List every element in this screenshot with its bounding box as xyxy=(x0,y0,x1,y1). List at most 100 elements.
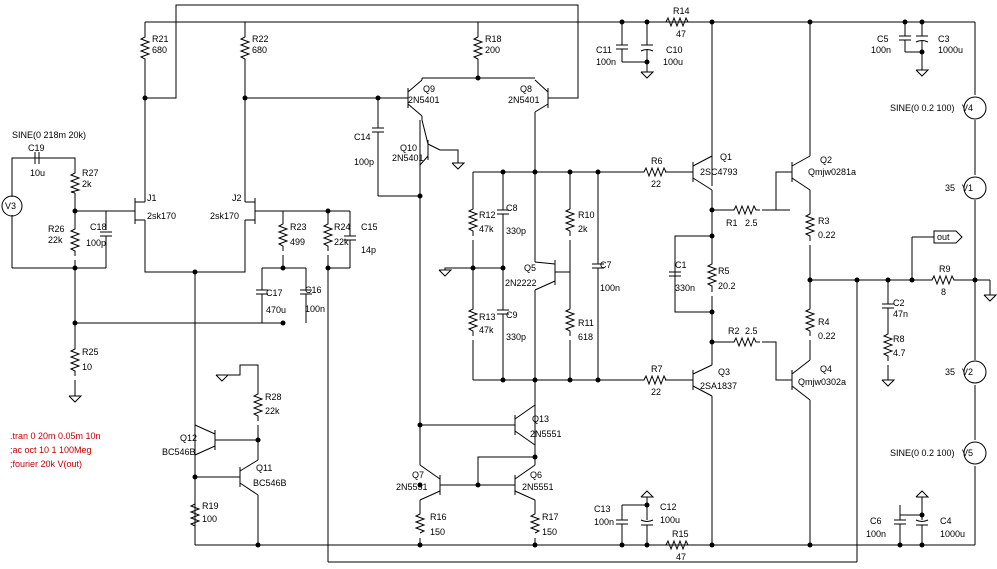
wires xyxy=(11,4,991,563)
label-q1-value: 2SC4793 xyxy=(700,167,738,177)
label-q10-ref: Q10 xyxy=(400,143,417,153)
label-c14-ref: C14 xyxy=(354,132,371,142)
label-r13-value: 47k xyxy=(479,325,494,335)
label-r8-ref: R8 xyxy=(893,334,905,344)
label-r25-value: 10 xyxy=(82,362,92,372)
label-c5-value: 100n xyxy=(871,45,891,55)
resistors xyxy=(69,16,958,551)
label-c12-ref: C12 xyxy=(660,502,677,512)
label-r27-value: 2k xyxy=(82,179,92,189)
label-c18-value: 100p xyxy=(86,238,106,248)
label-v5-ref: V5 xyxy=(962,448,973,458)
label-q4-ref: Q4 xyxy=(820,364,832,374)
label-c1-ref: C1 xyxy=(675,260,687,270)
label-c10-ref: C10 xyxy=(666,45,683,55)
label-q4-value: Qmjw0302a xyxy=(798,377,846,387)
label-c7-value: 100n xyxy=(600,283,620,293)
label-r2-value: 2.5 xyxy=(745,326,758,336)
label-v4-value: SINE(0 0.2 100) xyxy=(890,103,955,113)
label-r4-value: 0.22 xyxy=(818,331,836,341)
label-c4-value: 1000u xyxy=(940,529,965,539)
label-j1-ref: J1 xyxy=(147,193,157,203)
label-r4-ref: R4 xyxy=(818,317,830,327)
label-q13-value: 2N5551 xyxy=(530,429,562,439)
label-r3-ref: R3 xyxy=(818,216,830,226)
label-c13-value: 100n xyxy=(594,517,614,527)
label-v2-value: 35 xyxy=(945,367,955,377)
label-r12-ref: R12 xyxy=(479,210,496,220)
label-r9-ref: R9 xyxy=(939,264,951,274)
label-c16-ref: C16 xyxy=(305,285,322,295)
label-c12-value: 100u xyxy=(660,515,680,525)
label-q7-ref: Q7 xyxy=(412,470,424,480)
label-r21-ref: R21 xyxy=(152,34,169,44)
label-r5-value: 20.2 xyxy=(718,281,736,291)
label-r17-value: 150 xyxy=(542,527,557,537)
label-c9-ref: C9 xyxy=(506,310,518,320)
label-j1-value: 2sk170 xyxy=(147,211,176,221)
label-r5-ref: R5 xyxy=(718,266,730,276)
label-r11-ref: R11 xyxy=(578,318,594,328)
label-c3-ref: C3 xyxy=(938,34,950,44)
transistors xyxy=(128,78,811,520)
label-r26-ref: R26 xyxy=(48,224,65,234)
spice-directives: .tran 0 20m 0.05m 10n ;ac oct 10 1 100Me… xyxy=(10,431,101,469)
label-c19-ref: C19 xyxy=(28,143,45,153)
label-r7-ref: R7 xyxy=(651,364,663,374)
label-r6-ref: R6 xyxy=(651,156,663,166)
label-c15-ref: C15 xyxy=(361,222,378,232)
label-q11-value: BC546B xyxy=(253,478,287,488)
label-q1-ref: Q1 xyxy=(720,152,732,162)
label-q2-value: Qmjw0281a xyxy=(808,167,856,177)
junction-dots xyxy=(72,19,978,548)
label-c14-value: 100p xyxy=(354,157,374,167)
label-r16-ref: R16 xyxy=(430,512,447,522)
label-c6-value: 100n xyxy=(866,529,886,539)
label-r22-ref: R22 xyxy=(252,34,269,44)
label-r24-ref: R24 xyxy=(334,222,351,232)
label-r10-ref: R10 xyxy=(578,210,595,220)
label-q5-value: 2N2222 xyxy=(505,278,537,288)
label-v3-value: SINE(0 218m 20k) xyxy=(12,130,86,140)
label-q12-ref: Q12 xyxy=(180,433,197,443)
label-c11-ref: C11 xyxy=(596,45,612,55)
label-q9-value: 2N5401 xyxy=(408,95,440,105)
label-c11-value: 100n xyxy=(596,57,616,67)
label-q3-ref: Q3 xyxy=(718,367,730,377)
label-c17-ref: C17 xyxy=(266,288,283,298)
label-c8-value: 330p xyxy=(506,226,526,236)
label-r28-ref: R28 xyxy=(265,392,282,402)
label-r19-ref: R19 xyxy=(202,501,219,511)
label-q9-ref: Q9 xyxy=(423,84,435,94)
out-net-flag xyxy=(933,230,963,244)
label-r15-value: 47 xyxy=(676,552,686,562)
capacitors xyxy=(34,30,929,530)
label-r17-ref: R17 xyxy=(542,512,559,522)
label-v1-value: 35 xyxy=(945,183,955,193)
label-q10-value: 2N5401 xyxy=(392,153,424,163)
label-r9-value: 8 xyxy=(941,287,946,297)
label-c1-value: 330n xyxy=(675,283,695,293)
label-r15-ref: R15 xyxy=(672,529,689,539)
label-r14-value: 47 xyxy=(676,29,686,39)
label-r1-ref: R1 xyxy=(726,218,738,228)
label-c19-value: 10u xyxy=(30,168,45,178)
label-r22-value: 680 xyxy=(252,45,267,55)
directive-fourier: ;fourier 20k V(out) xyxy=(10,459,82,469)
label-r28-value: 22k xyxy=(265,406,280,416)
directive-ac: ;ac oct 10 1 100Meg xyxy=(10,445,92,455)
label-r2-ref: R2 xyxy=(728,326,740,336)
label-r23-value: 499 xyxy=(290,237,305,247)
label-v5-value: SINE(0 0.2 100) xyxy=(890,448,955,458)
directive-tran: .tran 0 20m 0.05m 10n xyxy=(10,431,101,441)
voltage-sources xyxy=(1,96,987,465)
label-j2-ref: J2 xyxy=(232,193,242,203)
label-v3-ref: V3 xyxy=(5,201,16,211)
label-r26-value: 22k xyxy=(48,235,63,245)
label-q2-ref: Q2 xyxy=(820,155,832,165)
label-q12-value: BC546B xyxy=(162,447,196,457)
label-c2-value: 47n xyxy=(893,309,908,319)
label-r19-value: 100 xyxy=(202,514,217,524)
label-c7-ref: C7 xyxy=(600,260,612,270)
